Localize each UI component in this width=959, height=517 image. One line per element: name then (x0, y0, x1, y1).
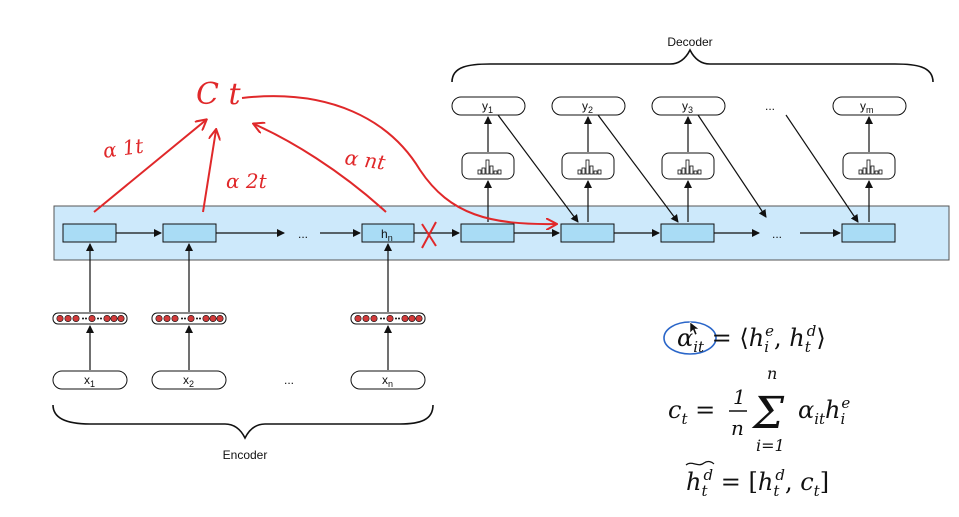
decoder-ellipsis: ... (772, 227, 782, 241)
cross-mark-icon (421, 221, 437, 249)
softmax-histogram (842, 152, 896, 180)
output-label-2: y2 (582, 99, 593, 115)
summation-upper-bound: n (767, 364, 777, 383)
decoder-arrows (484, 114, 873, 223)
decoder-cell-1 (460, 223, 515, 243)
input-token-2 (151, 370, 227, 390)
input-token-1 (52, 370, 128, 390)
output-token-2 (551, 96, 626, 116)
equation-fraction-denominator: n (731, 416, 744, 440)
equation-context-vector: ct = (668, 396, 715, 428)
output-label-m: ym (860, 99, 874, 115)
encoder-label: Encoder (223, 448, 268, 462)
encoder-up-arrows (86, 243, 392, 370)
hn-label: hn (381, 227, 393, 243)
equation-fraction-numerator: 1 (733, 385, 746, 409)
encoder-ellipsis: ... (298, 227, 308, 241)
softmax-histogram (461, 152, 515, 180)
alpha-2t-annotation: α 2t (226, 169, 268, 193)
encoder-cell-1 (62, 223, 117, 243)
output-token-m (832, 96, 907, 116)
encoder-cell-2 (162, 223, 217, 243)
equation-context-sum-term: αithie (798, 394, 850, 428)
decoder-brace (451, 48, 934, 83)
equation-attention-score: αit = ⟨hie, htd⟩ (677, 322, 826, 356)
embedding-vector (151, 312, 227, 325)
attention-arrows (93, 95, 556, 224)
decoder-label: Decoder (667, 35, 712, 49)
embedding-vector (350, 312, 426, 325)
context-vector-annotation: C t (196, 77, 241, 112)
encoder-brace (52, 404, 434, 440)
mouse-cursor-icon (689, 321, 700, 336)
output-label-3: y3 (682, 99, 693, 115)
alpha-1t-annotation: α 1t (101, 133, 146, 163)
summation-sign: Σ (751, 388, 785, 439)
softmax-histogram (561, 152, 615, 180)
equation-concat-state: htd = [htd, ct] (686, 466, 829, 500)
decoder-cell-3 (660, 223, 715, 243)
output-token-3 (651, 96, 726, 116)
decoder-cell-2 (560, 223, 615, 243)
summation-lower-bound: i=1 (756, 436, 785, 455)
input-token-n (350, 370, 426, 390)
decoder-cell-m (841, 223, 896, 243)
output-token-1 (451, 96, 526, 116)
alpha-nt-annotation: α nt (343, 145, 388, 175)
output-label-1: y1 (482, 99, 493, 115)
output-ellipsis: ... (765, 99, 775, 113)
embedding-vector (52, 312, 128, 325)
tilde-mark (685, 460, 715, 466)
input-label-2: x2 (183, 373, 194, 389)
input-ellipsis: ... (284, 373, 294, 387)
softmax-histogram (661, 152, 715, 180)
input-label-1: x1 (84, 373, 95, 389)
input-label-n: xn (382, 373, 393, 389)
